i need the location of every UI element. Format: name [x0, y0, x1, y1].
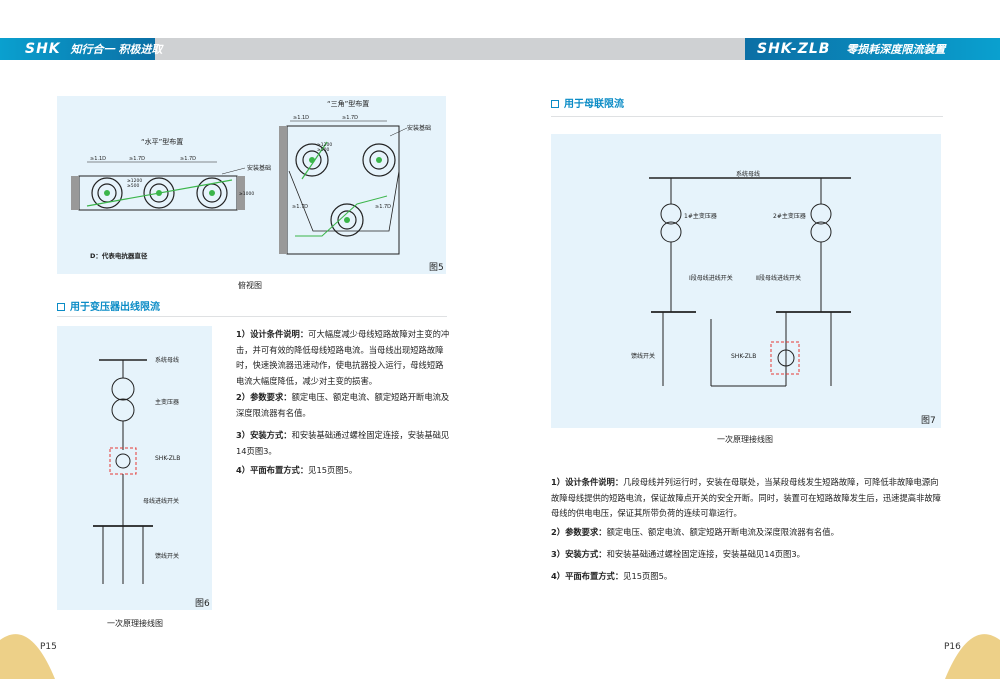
bus-para-2: 2）参数要求：额定电压、额定电流、额定短路开断电流及深度限流器有名值。 — [551, 525, 943, 541]
fig6-single-line-diagram: 系统母线 主变压器 SHK-ZLB 母线进线开关 馈线开关 — [93, 356, 180, 584]
transformer-para-1: 1）设计条件说明：可大幅度减少母线短路故障对主变的冲击，并可有效的降低母线短路电… — [236, 327, 450, 389]
fig7-busbar-label: 系统母线 — [736, 170, 760, 178]
fig6-busbar-label: 系统母线 — [155, 356, 179, 364]
section-transformer-rule — [57, 316, 447, 317]
para-label: 1）设计条件说明： — [236, 329, 309, 339]
transformer-para-2: 2）参数要求：额定电压、额定电流、额定短路开断电流及深度限流器有名值。 — [236, 390, 450, 421]
para-text: 额定电压、额定电流、额定短路开断电流及深度限流器有名值。 — [236, 392, 450, 418]
product-title: 零损耗深度限流装置 — [846, 43, 946, 56]
fig6-panel: 系统母线 主变压器 SHK-ZLB 母线进线开关 馈线开关 图6 — [57, 326, 212, 610]
fig7-t2-label: 2#主变压器 — [773, 212, 806, 220]
fig6-caption: 一次原理接线图 — [107, 619, 163, 628]
transformer-para-4: 4）平面布置方式：见15页图5。 — [236, 463, 450, 479]
fig7-feeder-label: 馈线开关 — [631, 352, 655, 360]
section-bus-title: 用于母联限流 — [551, 95, 624, 110]
bus-para-3: 3）安装方式：和安装基础通过螺栓固定连接，安装基础见14页图3。 — [551, 547, 943, 563]
transformer-para-3: 3）安装方式：和安装基础通过螺栓固定连接，安装基础见14页图3。 — [236, 428, 450, 459]
fig5-panel: “水平”型布置 ≥1.1D ≥1.7D ≥1.7D ≥1200 ≥500 ≥10… — [57, 96, 446, 274]
fig7-inc2-label: Ⅱ段母线进线开关 — [756, 274, 801, 282]
fig5-horizontal-title: “水平”型布置 — [141, 137, 183, 146]
fig7-device-label: SHK-ZLB — [731, 353, 756, 360]
para-text: 和安装基础通过螺栓固定连接，安装基础见14页图3。 — [236, 430, 450, 456]
fig5-h-spacing-3: ≥1.7D — [180, 156, 196, 162]
fig5-h-d1000: ≥1000 — [239, 191, 254, 197]
brand-slogan: 知行合一 积极进取 — [70, 43, 163, 56]
fig7-number: 图7 — [921, 416, 936, 426]
para-text: 几段母线并列运行时，安装在母联处，当某段母线发生短路故障，可降低非故障电源向故障… — [551, 477, 941, 518]
para-text: 额定电压、额定电流、额定短路开断电流及深度限流器有名值。 — [606, 527, 839, 537]
fig5-d-note: D：代表电抗器直径 — [90, 251, 148, 260]
fig5-h-spacing-1: ≥1.1D — [90, 156, 106, 162]
fig5-h-d500: ≥500 — [127, 183, 139, 189]
fig6-device-label: SHK-ZLB — [155, 455, 180, 462]
fig5-h-d1200: ≥1200 — [127, 178, 142, 184]
para-label: 3）安装方式： — [236, 430, 292, 440]
header-right-brand: SHK-ZLB 零损耗深度限流装置 — [745, 38, 1000, 60]
page-number-left: P15 — [40, 642, 57, 652]
fig5-h-foundation: 安装基础 — [247, 164, 271, 172]
section-transformer-title: 用于变压器出线限流 — [57, 298, 160, 313]
page-number-right: P16 — [944, 642, 961, 652]
fig5-t-spacing-4: ≥1.7D — [375, 204, 391, 210]
section-bus-rule — [551, 116, 943, 117]
section-transformer-title-text: 用于变压器出线限流 — [70, 302, 160, 313]
product-logo: SHK-ZLB — [757, 41, 831, 57]
bus-para-1: 1）设计条件说明：几段母线并列运行时，安装在母联处，当某段母线发生短路故障，可降… — [551, 475, 943, 522]
fig7-panel: 系统母线 1#主变压器 2#主变压器 Ⅰ段母线进线开关 Ⅱ段母线进线开关 馈线开… — [551, 134, 941, 428]
para-label: 4）平面布置方式： — [551, 571, 624, 581]
para-label: 2）参数要求： — [236, 392, 292, 402]
fig5-layout-diagram: “水平”型布置 ≥1.1D ≥1.7D ≥1.7D ≥1200 ≥500 ≥10… — [71, 99, 431, 260]
fig6-incoming-label: 母线进线开关 — [143, 497, 179, 505]
fig5-t-d500: ≥500 — [317, 147, 329, 153]
fig7-single-line-diagram: 系统母线 1#主变压器 2#主变压器 Ⅰ段母线进线开关 Ⅱ段母线进线开关 馈线开… — [631, 170, 851, 387]
fig5-number: 图5 — [429, 263, 444, 273]
section-bus-title-text: 用于母联限流 — [564, 99, 624, 110]
fig7-inc1-label: Ⅰ段母线进线开关 — [689, 274, 733, 282]
para-label: 4）平面布置方式： — [236, 465, 309, 475]
fig5-t-foundation: 安装基础 — [407, 124, 431, 132]
fig6-feeder-label: 馈线开关 — [155, 552, 179, 560]
fig5-caption: 俯视图 — [238, 281, 262, 290]
fig7-caption: 一次原理接线图 — [717, 435, 773, 444]
brand-logo: SHK — [25, 41, 61, 57]
square-bullet-icon — [551, 100, 559, 108]
para-text: 见15页图5。 — [308, 465, 358, 475]
fig5-t-d1200: ≥1200 — [317, 142, 332, 148]
fig5-t-spacing-2: ≥1.7D — [342, 115, 358, 121]
para-text: 可大幅度减少母线短路故障对主变的冲击，并可有效的降低母线短路电流。当母线出现短路… — [236, 329, 450, 386]
square-bullet-icon — [57, 303, 65, 311]
fig6-number: 图6 — [195, 599, 210, 609]
para-label: 3）安装方式： — [551, 549, 607, 559]
fig6-transformer-label: 主变压器 — [155, 398, 179, 406]
para-label: 2）参数要求： — [551, 527, 607, 537]
fig5-triangle-title: “三角”型布置 — [327, 99, 369, 108]
para-text: 和安装基础通过螺栓固定连接，安装基础见14页图3。 — [606, 549, 805, 559]
header-left-brand: SHK 知行合一 积极进取 — [0, 38, 162, 60]
para-label: 1）设计条件说明： — [551, 477, 624, 487]
bus-para-4: 4）平面布置方式：见15页图5。 — [551, 569, 943, 585]
fig5-t-spacing-1: ≥1.1D — [293, 115, 309, 121]
fig5-t-spacing-3: ≥1.7D — [292, 204, 308, 210]
fig5-h-spacing-2: ≥1.7D — [129, 156, 145, 162]
para-text: 见15页图5。 — [623, 571, 673, 581]
fig7-t1-label: 1#主变压器 — [684, 212, 717, 220]
